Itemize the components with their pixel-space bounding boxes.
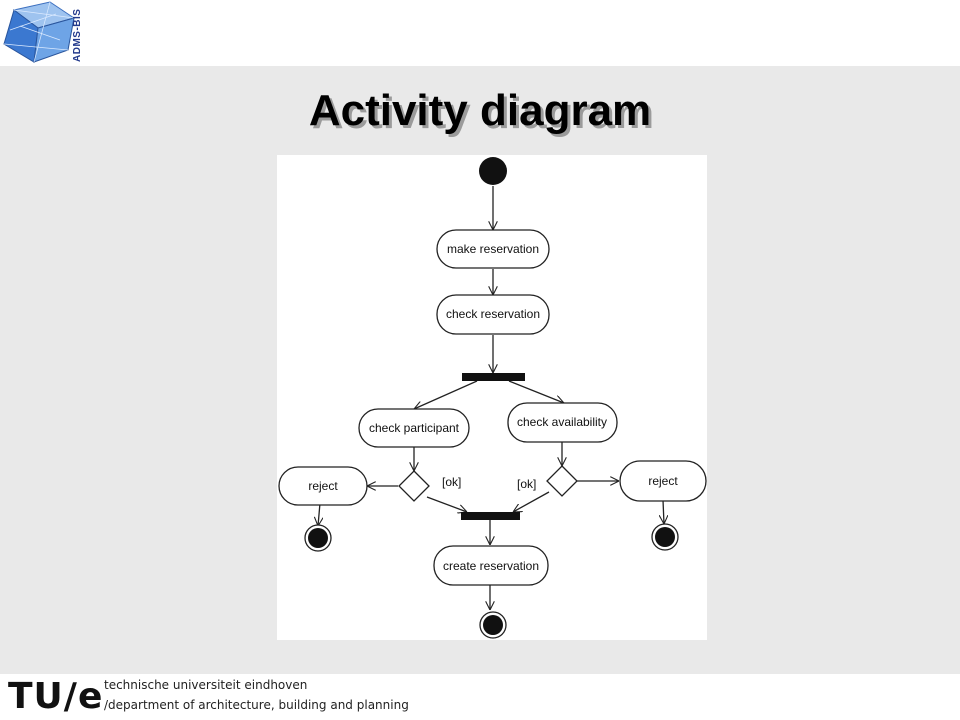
logo-text: ADMS-BIS [72, 8, 83, 62]
fork-bar [462, 373, 525, 381]
flow-reject-right-to-end [663, 499, 664, 524]
decision-left [398, 470, 430, 502]
initial-node [479, 157, 507, 185]
flow-fork-to-availability [508, 380, 564, 403]
final-node-bottom [479, 611, 507, 639]
cube-logo-icon [3, 1, 76, 63]
action-reject-right [619, 460, 707, 502]
tue-logo: TU/e [8, 676, 104, 717]
guard-left-ok: [ok] [442, 475, 461, 489]
label-make-reservation: make reservation [447, 242, 539, 256]
final-node-left [304, 524, 332, 552]
guard-right-ok: [ok] [517, 477, 536, 491]
label-reject-left: reject [308, 479, 338, 493]
action-create-reservation [433, 545, 549, 586]
label-check-participant: check participant [369, 421, 460, 435]
flow-reject-left-to-end [318, 502, 320, 526]
action-make-reservation [436, 229, 550, 269]
diagram-canvas: make reservation check reservation check… [278, 157, 707, 639]
decision-right [546, 465, 578, 497]
flow-left-ok-to-join [426, 496, 467, 512]
join-bar [461, 512, 520, 520]
action-reject-left [278, 466, 368, 506]
university-name: technische universiteit eindhoven [104, 678, 308, 692]
action-check-availability [507, 402, 618, 443]
transitions [318, 186, 664, 610]
department-name: /department of architecture, building an… [104, 698, 409, 712]
label-check-reservation: check reservation [446, 307, 540, 321]
label-reject-right: reject [648, 474, 678, 488]
flow-fork-to-participant [414, 380, 478, 409]
action-check-participant [358, 408, 470, 448]
action-check-reservation [436, 294, 550, 335]
activity-diagram: make reservation check reservation check… [277, 155, 707, 640]
label-check-availability: check availability [517, 415, 607, 429]
flow-right-ok-to-join [513, 491, 550, 512]
page-title: Activity diagram [308, 86, 652, 135]
final-node-right [651, 523, 679, 551]
header-bar: ADMS-BIS [0, 0, 960, 66]
label-create-reservation: create reservation [443, 559, 539, 573]
footer-bar [0, 674, 960, 720]
